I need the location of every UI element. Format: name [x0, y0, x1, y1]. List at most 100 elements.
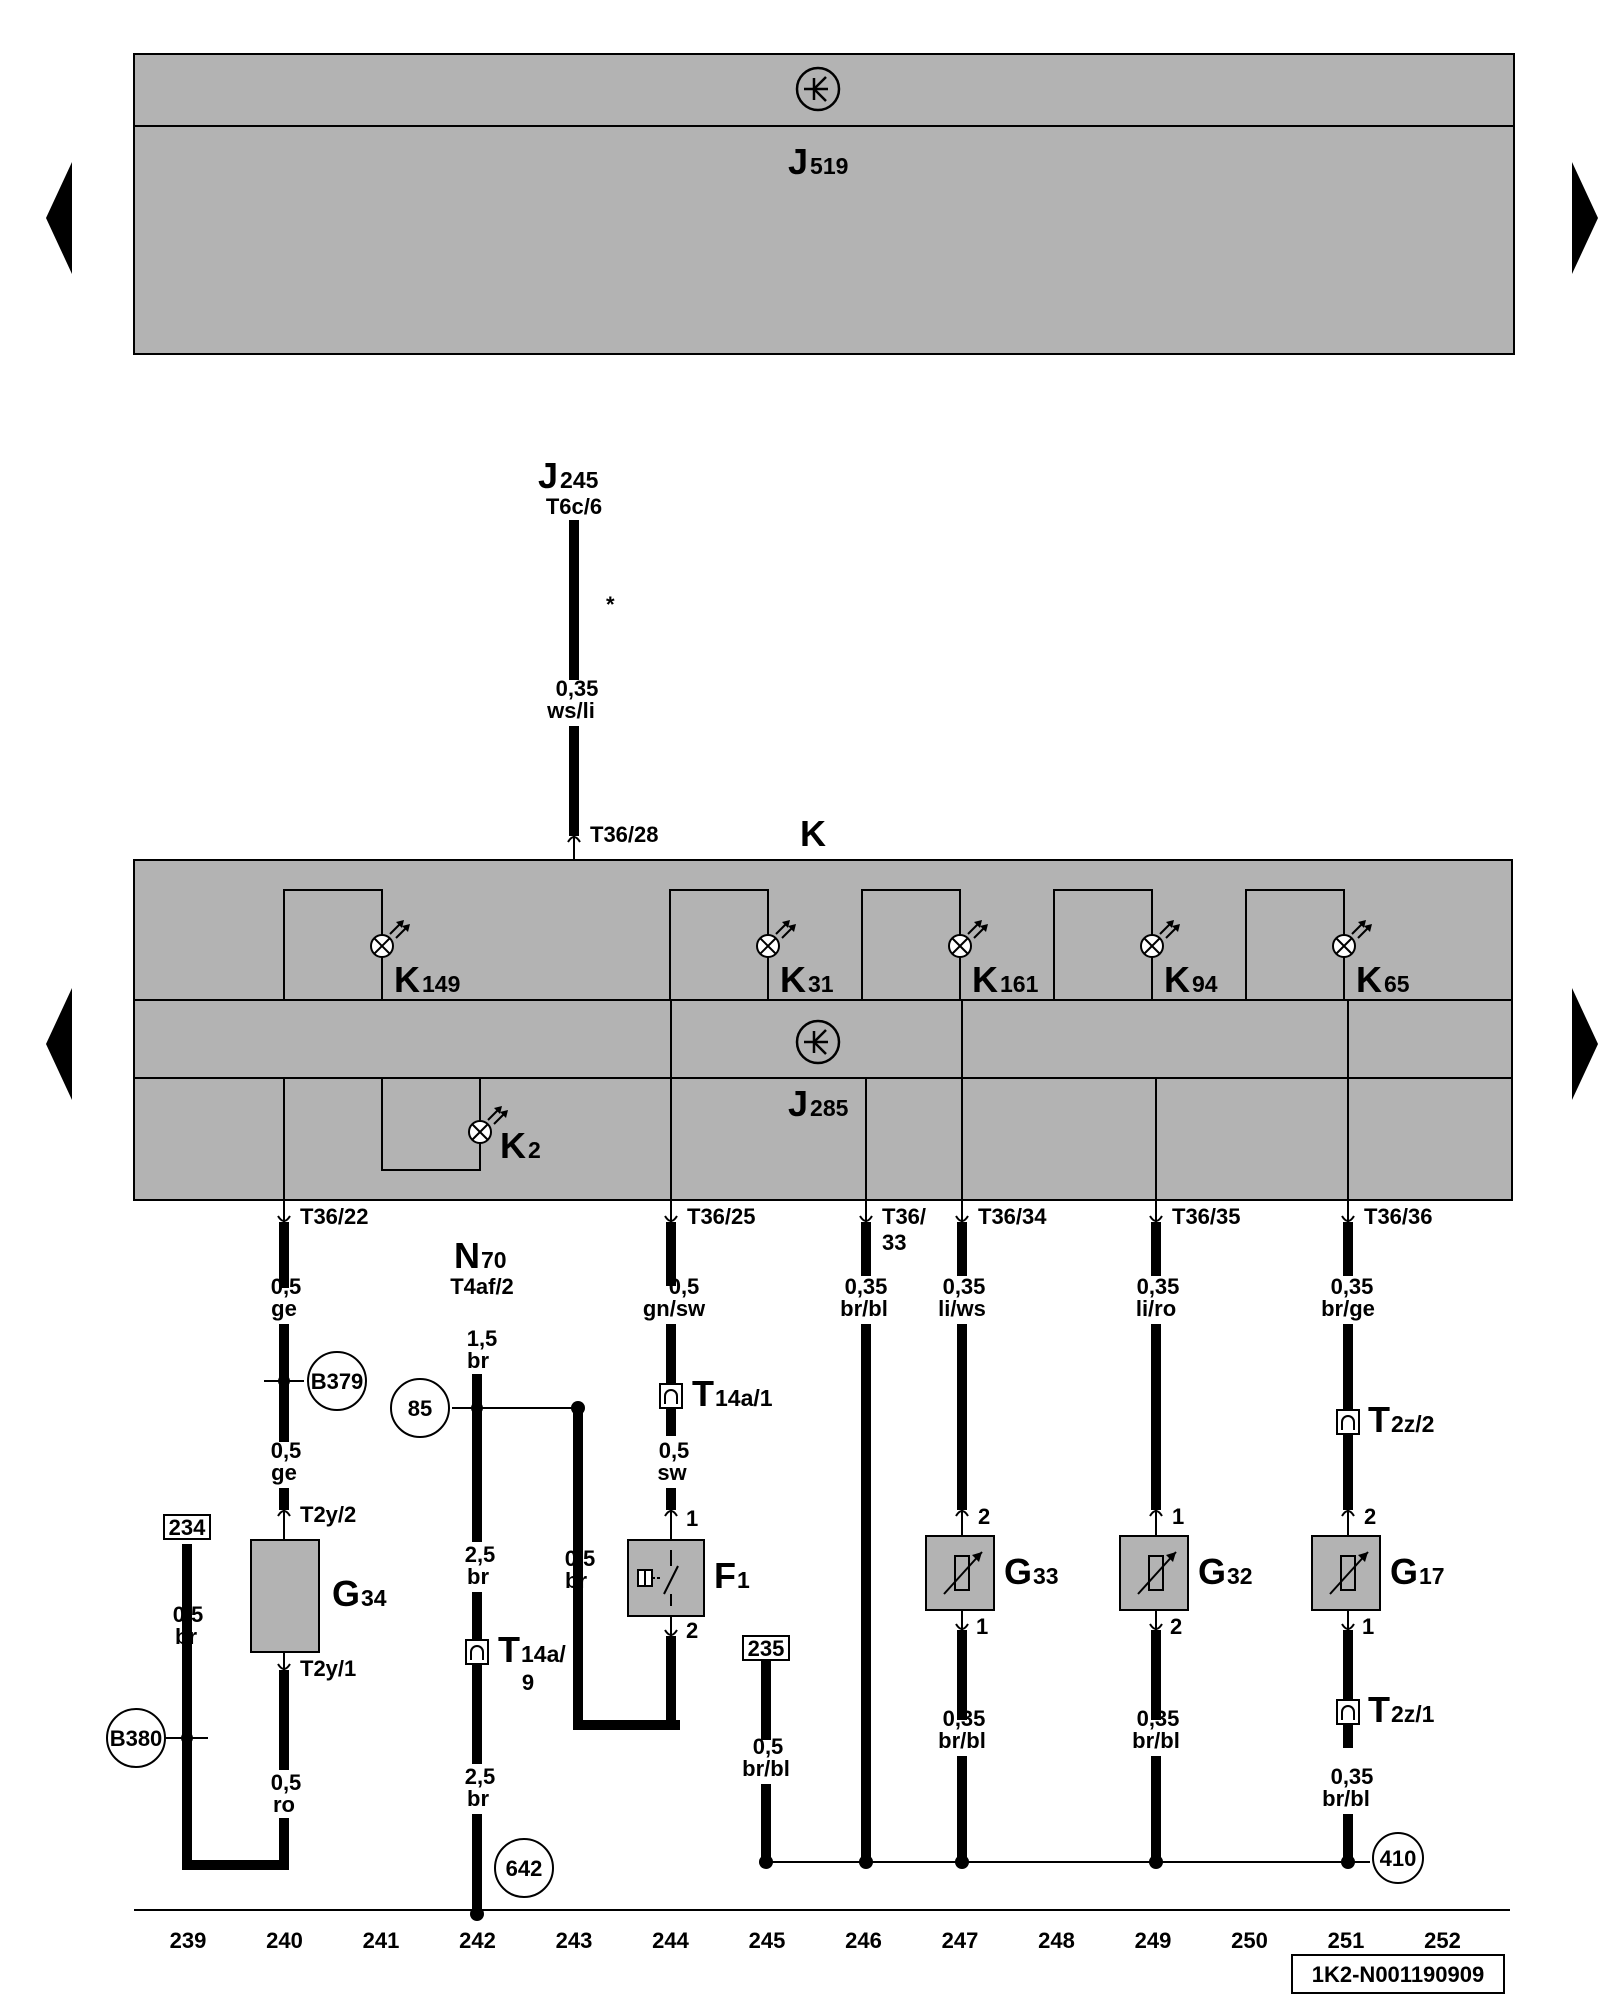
instrument-cluster-k: K [133, 813, 1513, 1201]
t14a1-label: T14a/1 [692, 1373, 773, 1414]
svg-text:1K2-N001190909: 1K2-N001190909 [1312, 1962, 1484, 1987]
svg-text:0,5: 0,5 [753, 1734, 784, 1759]
warning-lamp-icon [1140, 920, 1180, 958]
svg-text:0,35: 0,35 [943, 1274, 986, 1299]
lamp-label: K149 [394, 959, 460, 1000]
svg-text:235: 235 [748, 1636, 785, 1661]
svg-text:ge: ge [271, 1460, 297, 1485]
cluster-label: K [800, 813, 826, 854]
svg-text:br: br [467, 1348, 489, 1373]
svg-text:2,5: 2,5 [465, 1542, 496, 1567]
track-number: 246 [845, 1928, 882, 1953]
svg-text:T2y/2: T2y/2 [300, 1502, 356, 1527]
track-number: 241 [363, 1928, 400, 1953]
svg-text:T36/: T36/ [882, 1204, 926, 1229]
ref-642: 642 [506, 1856, 543, 1881]
svg-text:0,35: 0,35 [1137, 1274, 1180, 1299]
track-number: 249 [1135, 1928, 1172, 1953]
svg-text:ro: ro [273, 1792, 295, 1817]
svg-text:br/ge: br/ge [1321, 1296, 1375, 1321]
svg-text:br/bl: br/bl [742, 1756, 790, 1781]
svg-text:0,35: 0,35 [845, 1274, 888, 1299]
g34-sensor [250, 1539, 320, 1653]
ref-b379: B379 [311, 1369, 364, 1394]
svg-text:br: br [467, 1564, 489, 1589]
track-number: 240 [266, 1928, 303, 1953]
lamp-2: K31 [669, 889, 834, 1000]
document-id: 1K2-N001190909 [1291, 1954, 1505, 1994]
svg-text:ge: ge [271, 1296, 297, 1321]
g17-label: G17 [1390, 1551, 1445, 1592]
f1-label: F1 [714, 1555, 750, 1596]
j519-unit: J519 [133, 53, 1515, 355]
lamp-1: K149 [283, 889, 460, 1000]
next-page-arrow-icon-lower[interactable] [1572, 988, 1598, 1100]
track-number: 250 [1231, 1928, 1268, 1953]
svg-text:1: 1 [976, 1614, 988, 1639]
ref-box-235 [742, 1635, 790, 1661]
next-page-arrow-icon[interactable] [1572, 162, 1598, 274]
lamp-label: K31 [780, 959, 834, 1000]
track-number: 242 [459, 1928, 496, 1953]
svg-text:li/ro: li/ro [1136, 1296, 1176, 1321]
track-number: 243 [556, 1928, 593, 1953]
lamp-3: K161 [861, 889, 1039, 1000]
track-number: 239 [170, 1928, 207, 1953]
svg-text:1,5: 1,5 [467, 1326, 498, 1351]
svg-text:br/bl: br/bl [840, 1296, 888, 1321]
electronic-symbol-icon-cluster [795, 1019, 841, 1065]
cluster-internal-lines [283, 1000, 1349, 1200]
track-number: 244 [652, 1928, 689, 1953]
svg-text:br: br [467, 1786, 489, 1811]
svg-text:gn/sw: gn/sw [643, 1296, 706, 1321]
warning-lamp-icon [756, 920, 796, 958]
svg-text:0,5: 0,5 [271, 1770, 302, 1795]
g32-sensor [1119, 1535, 1189, 1611]
track-number: 247 [942, 1928, 979, 1953]
svg-text:0,35: 0,35 [1137, 1706, 1180, 1731]
svg-text:0,35: 0,35 [1331, 1764, 1374, 1789]
svg-text:2: 2 [1364, 1504, 1376, 1529]
previous-page-arrow-icon[interactable] [46, 162, 72, 274]
circuit-n70-f1: N70 T4af/2 1,5 br 85 2,5 br T14a/ 9 2,5 … [390, 1222, 773, 1921]
circuit-g33: 0,35 li/ws 2 G33 1 0,35 br/bl [925, 1222, 1059, 1869]
j285-label: J285 [788, 1083, 849, 1124]
circuit-g32: 0,35 li/ro 1 G32 2 0,35 br/bl [1119, 1222, 1253, 1869]
n70-label: N70 [454, 1235, 507, 1276]
previous-page-arrow-icon-lower[interactable] [46, 988, 72, 1100]
g32-label: G32 [1198, 1551, 1253, 1592]
svg-text:0,5: 0,5 [565, 1546, 596, 1571]
track-number: 245 [749, 1928, 786, 1953]
electronic-symbol-icon [795, 66, 841, 112]
svg-text:234: 234 [169, 1515, 206, 1540]
svg-text:2: 2 [978, 1504, 990, 1529]
t2z2-label: T2z/2 [1368, 1399, 1434, 1440]
ref-410: 410 [1380, 1846, 1417, 1871]
t2z1-label: T2z/1 [1368, 1689, 1435, 1730]
lamp-label: K161 [972, 959, 1039, 1000]
svg-text:1: 1 [1362, 1614, 1374, 1639]
svg-text:0,5: 0,5 [173, 1602, 204, 1627]
svg-text:0,5: 0,5 [669, 1274, 700, 1299]
svg-text:33: 33 [882, 1230, 906, 1255]
ref-85: 85 [408, 1396, 432, 1421]
j519-label: J519 [788, 141, 848, 182]
svg-text:br/bl: br/bl [938, 1728, 986, 1753]
svg-text:0,5: 0,5 [271, 1274, 302, 1299]
lamp-label: K2 [500, 1125, 541, 1166]
g17-sensor [1311, 1535, 1381, 1611]
svg-text:T36/35: T36/35 [1172, 1204, 1241, 1229]
lamp-4: K94 [1053, 889, 1218, 1000]
circuit-ground-br-bl: 235 0,5 br/bl 0,35 br/bl [742, 1222, 888, 1869]
svg-text:T36/25: T36/25 [687, 1204, 756, 1229]
track-number: 248 [1038, 1928, 1075, 1953]
svg-text:2: 2 [1170, 1614, 1182, 1639]
svg-text:T2y/1: T2y/1 [300, 1656, 356, 1681]
svg-text:2,5: 2,5 [465, 1764, 496, 1789]
lamp-label: K94 [1164, 959, 1218, 1000]
svg-text:0,35: 0,35 [1331, 1274, 1374, 1299]
ref-box-234 [163, 1514, 211, 1540]
lamp-6: K2 [381, 1078, 541, 1171]
svg-text:2: 2 [686, 1618, 698, 1643]
warning-lamp-icon [1332, 920, 1372, 958]
